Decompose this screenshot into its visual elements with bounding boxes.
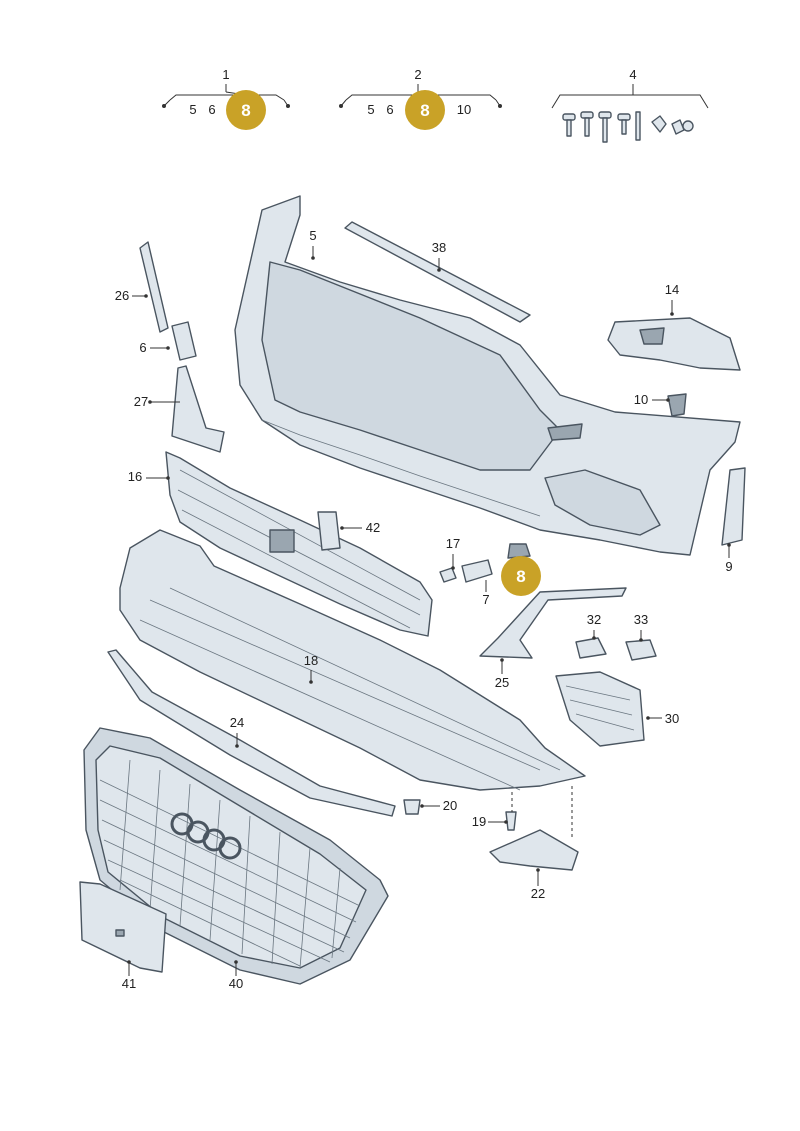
screw-19: 19 xyxy=(472,811,517,831)
legend-group-2: 2 5 6 8 10 xyxy=(339,67,502,130)
four-rings-logo xyxy=(170,812,242,860)
sensor-bracket-42: 42 xyxy=(317,511,380,551)
clip-32: 32 xyxy=(575,612,607,659)
callout-22: 22 xyxy=(531,886,545,901)
small-clip-10: 10 xyxy=(634,392,687,417)
group-2-badge-label: 8 xyxy=(420,101,429,120)
lower-support-panel: 18 xyxy=(119,529,586,791)
callout-7: 7 xyxy=(482,592,489,607)
small-cover-cap: 6 xyxy=(139,321,197,361)
group-2-label: 2 xyxy=(414,67,421,82)
group-2-item-6: 6 xyxy=(386,102,393,117)
badge-8-circle xyxy=(501,556,541,596)
callout-18: 18 xyxy=(304,653,318,668)
callout-33: 33 xyxy=(634,612,648,627)
group-2-item-5: 5 xyxy=(367,102,374,117)
group-1-item-6: 6 xyxy=(208,102,215,117)
callout-8: 8 xyxy=(516,567,525,586)
group-2-item-10: 10 xyxy=(457,102,471,117)
callout-5: 5 xyxy=(309,228,316,243)
callout-42: 42 xyxy=(366,520,380,535)
callout-25: 25 xyxy=(495,675,509,690)
callout-40: 40 xyxy=(229,976,243,991)
bracket-22: 22 xyxy=(489,786,579,901)
callout-9: 9 xyxy=(725,559,732,574)
screw-20: 20 xyxy=(403,798,457,815)
legend-group-4: 4 xyxy=(551,67,709,143)
side-trim-strip-right: 9 xyxy=(721,467,746,574)
screw-17: 17 xyxy=(439,536,460,583)
screw-set-icon xyxy=(562,111,694,143)
part-8-badge: 8 xyxy=(501,543,541,596)
callout-27: 27 xyxy=(134,394,148,409)
group-1-badge xyxy=(226,90,266,130)
callout-20: 20 xyxy=(443,798,457,813)
callout-6: 6 xyxy=(139,340,146,355)
callout-16: 16 xyxy=(128,469,142,484)
bracket-25: 25 xyxy=(479,587,627,690)
callout-19: 19 xyxy=(472,814,486,829)
legend-group-1: 1 5 6 8 xyxy=(162,67,290,130)
lower-grille-insert: 16 xyxy=(128,451,433,637)
bumper-cover: 5 xyxy=(234,195,741,556)
lower-trim-strip: 24 xyxy=(107,649,396,817)
group-1-badge-label: 8 xyxy=(241,101,250,120)
callout-41: 41 xyxy=(122,976,136,991)
callout-38: 38 xyxy=(432,240,446,255)
callout-26: 26 xyxy=(115,288,129,303)
grille-bracket-left: 27 xyxy=(134,365,225,453)
group-1-label: 1 xyxy=(222,67,229,82)
mounting-bracket-right: 14 xyxy=(607,282,741,371)
side-trim-strip-left: 26 xyxy=(115,241,169,333)
tow-hook-cover: 7 xyxy=(461,559,493,607)
upper-trim-strip: 38 xyxy=(344,221,531,323)
callout-24: 24 xyxy=(230,715,244,730)
callout-17: 17 xyxy=(446,536,460,551)
callout-32: 32 xyxy=(587,612,601,627)
callout-10: 10 xyxy=(634,392,648,407)
license-plate-bracket: 41 xyxy=(79,881,167,991)
group-1-item-5: 5 xyxy=(189,102,196,117)
side-vent-grille: 30 xyxy=(555,671,679,747)
callout-30: 30 xyxy=(665,711,679,726)
clip-33: 33 xyxy=(625,612,657,661)
group-2-badge xyxy=(405,90,445,130)
group-4-label: 4 xyxy=(629,67,636,82)
callout-14: 14 xyxy=(665,282,679,297)
